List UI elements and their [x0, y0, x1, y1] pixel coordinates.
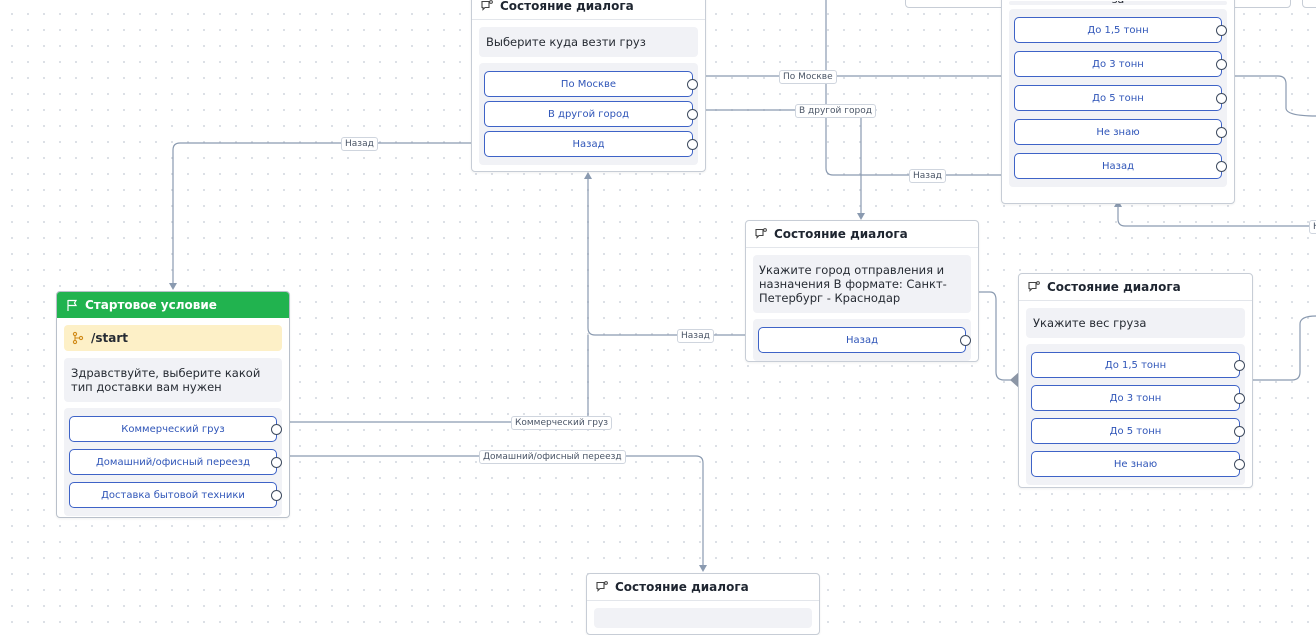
node-start-condition[interactable]: Стартовое условие /start Здравствуйте, в… — [56, 291, 290, 518]
option-button-back[interactable]: Назад — [1014, 153, 1227, 179]
edge-arrowhead — [699, 565, 707, 572]
output-port[interactable] — [960, 334, 971, 346]
buttons-group: По Москве В другой город Назад — [479, 63, 698, 165]
output-port[interactable] — [1216, 92, 1227, 104]
option-button-appliances[interactable]: Доставка бытовой техники — [69, 482, 282, 508]
output-port[interactable] — [687, 78, 698, 90]
edge-label-back-left: Назад — [341, 137, 378, 151]
option-button-3t[interactable]: До 3 тонн — [1014, 51, 1227, 77]
node-header: Состояние диалога — [587, 574, 819, 601]
node-message: Выберите куда везти груз — [479, 27, 698, 57]
option-button-po-moskve[interactable]: По Москве — [484, 71, 698, 97]
edge-label-commercial: Коммерческий груз — [511, 416, 613, 430]
output-port[interactable] — [1216, 126, 1227, 138]
output-port[interactable] — [687, 138, 698, 150]
flag-icon — [67, 299, 78, 311]
option-button-unknown[interactable]: Не знаю — [1031, 451, 1245, 477]
output-port[interactable] — [1216, 58, 1227, 70]
node-weight[interactable]: Состояние диалога Укажите вес груза До 1… — [1018, 273, 1253, 488]
output-port[interactable] — [271, 423, 282, 435]
chat-state-icon — [755, 228, 767, 239]
start-command: /start — [64, 325, 282, 351]
node-bottom[interactable]: Состояние диалога — [586, 573, 820, 635]
option-button-back[interactable]: Назад — [758, 327, 971, 353]
node-title: Состояние диалога — [774, 227, 908, 241]
output-port[interactable] — [1234, 425, 1245, 437]
node-title: Состояние диалога — [500, 0, 634, 13]
node-header: Стартовое условие — [57, 292, 289, 318]
chat-state-icon — [1028, 281, 1040, 292]
option-button-other-city[interactable]: В другой город — [484, 101, 698, 127]
edge-city-to-weight — [978, 291, 1018, 381]
option-button-unknown[interactable]: Не знаю — [1014, 119, 1227, 145]
edge-other-city — [690, 109, 862, 215]
output-port[interactable] — [687, 108, 698, 120]
edge-label-other-city: В другой город — [795, 104, 876, 118]
command-text: /start — [91, 331, 129, 345]
node-header: Состояние диалога — [1019, 274, 1252, 301]
edge-home-move — [275, 455, 704, 567]
node-header: Состояние диалога — [472, 0, 705, 20]
output-port[interactable] — [1216, 160, 1227, 172]
option-button-commercial[interactable]: Коммерческий груз — [69, 416, 282, 442]
node-message: Укажите город отправления и назначения В… — [753, 255, 971, 313]
option-button-home-move[interactable]: Домашний/офисный переезд — [69, 449, 282, 475]
buttons-group: Назад — [753, 319, 971, 361]
edge-arrowhead — [857, 213, 865, 220]
edge-label-back-top-right: Назад — [909, 169, 946, 183]
edge-label-po-moskve: По Москве — [779, 70, 837, 84]
node-message: Здравствуйте, выберите какой тип доставк… — [64, 358, 282, 402]
edge-arrowhead — [169, 283, 177, 290]
output-port[interactable] — [1234, 392, 1245, 404]
node-message: Укажите вес груза — [1026, 308, 1245, 338]
node-title: Стартовое условие — [85, 298, 217, 312]
node-header: Состояние диалога — [746, 221, 978, 248]
buttons-group: До 1,5 тонн До 3 тонн До 5 тонн Не знаю — [1026, 344, 1245, 485]
node-weight-top[interactable]: за До 1,5 тонн До 3 тонн До 5 тонн Не зн… — [1001, 0, 1235, 204]
branch-icon — [72, 331, 84, 345]
node-where-to-ship[interactable]: Состояние диалога Выберите куда везти гр… — [471, 0, 706, 172]
chat-state-icon — [481, 0, 493, 11]
node-title: Состояние диалога — [615, 580, 749, 594]
chat-state-icon — [596, 581, 608, 592]
node-message-partial: за — [1009, 1, 1227, 5]
option-button-back[interactable]: Назад — [484, 131, 698, 157]
output-port[interactable] — [1216, 24, 1227, 36]
edge-arrowhead — [584, 172, 592, 179]
node-city[interactable]: Состояние диалога Укажите город отправле… — [745, 220, 979, 362]
output-port[interactable] — [1234, 458, 1245, 470]
partial-node-edge-right[interactable] — [1302, 0, 1316, 8]
option-button-3t[interactable]: До 3 тонн — [1031, 385, 1245, 411]
option-button-1-5t[interactable]: До 1,5 тонн — [1031, 352, 1245, 378]
node-title: Состояние диалога — [1047, 280, 1181, 294]
edge-commercial — [275, 335, 589, 423]
edge-label-partial: Н — [1309, 220, 1316, 234]
option-button-1-5t[interactable]: До 1,5 тонн — [1014, 17, 1227, 43]
output-port[interactable] — [271, 489, 282, 501]
node-message-partial — [594, 608, 812, 628]
output-port[interactable] — [271, 456, 282, 468]
output-port[interactable] — [1234, 359, 1245, 371]
edge-to-top-right — [1117, 205, 1316, 227]
buttons-group: До 1,5 тонн До 3 тонн До 5 тонн Не знаю … — [1009, 9, 1227, 187]
edge-label-back-city: Назад — [677, 329, 714, 343]
option-button-5t[interactable]: До 5 тонн — [1031, 418, 1245, 444]
buttons-group: Коммерческий груз Домашний/офисный перее… — [64, 408, 282, 516]
edge-label-home-move: Домашний/офисный переезд — [479, 450, 626, 464]
option-button-5t[interactable]: До 5 тонн — [1014, 85, 1227, 111]
